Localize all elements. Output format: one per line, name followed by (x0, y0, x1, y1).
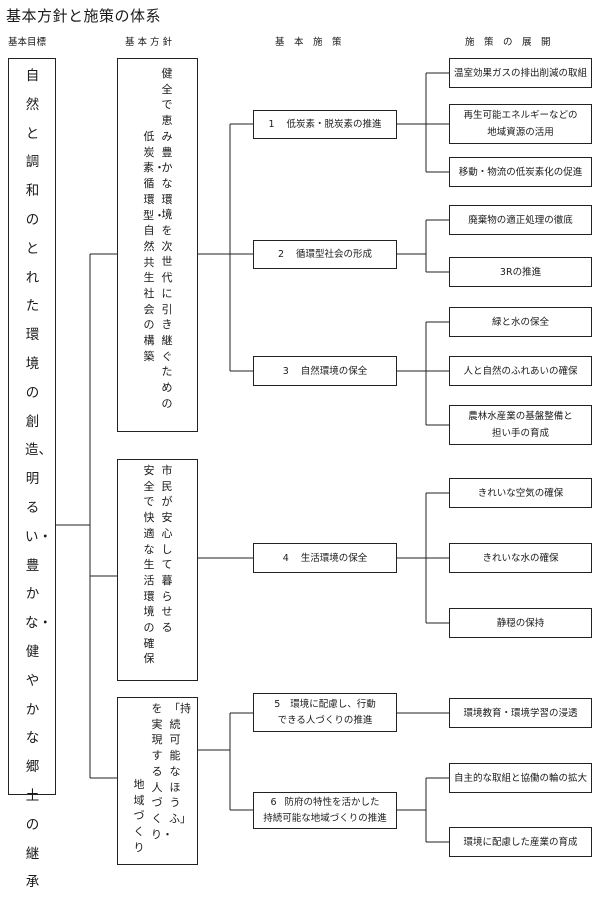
development-4-label: 廃棄物の適正処理の徹底 (468, 214, 573, 226)
policy-box-2: 市民が安心して暮らせる 安全で快適な生活環境の確保 (117, 459, 198, 681)
development-11-label: 静穏の保持 (496, 617, 545, 629)
measure-5-number: 5 (274, 698, 281, 710)
policy-box-1: 健全で恵み豊かな環境を次世代に引き継ぐための 低炭素・循環型・自然共生社会の構築 (117, 58, 198, 432)
development-8-label-2: 担い手の育成 (491, 428, 549, 439)
development-box-3: 移動・物流の低炭素化の促進 (449, 157, 592, 187)
policy-2-line-2: 安全で快適な生活環境の確保 (143, 464, 155, 666)
measure-5-label-2: できる人づくりの推進 (277, 714, 373, 726)
development-box-1: 温室効果ガスの排出削減の取組 (449, 58, 592, 88)
development-8-label: 農林水産業の基盤整備と (468, 411, 573, 422)
header-goal: 基本目標 (8, 37, 47, 48)
measure-1-number: 1 (268, 119, 275, 130)
measure-4-label: 生活環境の保全 (300, 552, 368, 564)
development-2-label: 再生可能エネルギーなどの (463, 110, 578, 121)
goal-text: 自然と調和のとれた環境の創造、明るい・豊かな・健やかな郷土の継承 (25, 68, 52, 891)
header-policy: 基 本 方 針 (125, 37, 173, 48)
development-14-label: 環境に配慮した産業の育成 (463, 836, 578, 848)
development-7-label: 人と自然のふれあいの確保 (463, 365, 578, 377)
development-box-5: 3Rの推進 (449, 257, 592, 287)
development-box-14: 環境に配慮した産業の育成 (449, 827, 592, 857)
development-box-10: きれいな水の確保 (449, 543, 592, 573)
page-title: 基本方針と施策の体系 (6, 7, 162, 25)
policy-1-line-1: 健全で恵み豊かな環境を次世代に引き継ぐための (161, 67, 173, 410)
development-6-label: 緑と水の保全 (491, 316, 549, 328)
development-box-8: 農林水産業の基盤整備と担い手の育成 (449, 405, 592, 445)
development-box-2: 再生可能エネルギーなどの地域資源の活用 (449, 104, 592, 144)
development-box-13: 自主的な取組と協働の輪の拡大 (449, 763, 592, 793)
measure-box-3: 3 自然環境の保全 (253, 356, 397, 386)
development-12-label: 環境教育・環境学習の浸透 (463, 707, 578, 719)
measure-2-label: 循環型社会の形成 (296, 249, 373, 260)
development-box-11: 静穏の保持 (449, 608, 592, 638)
development-box-7: 人と自然のふれあいの確保 (449, 356, 592, 386)
policy-2-line-1: 市民が安心して暮らせる (161, 464, 173, 635)
policy-box-3: 「持続可能なほうふ」 を実現する人づくり・ 地域づくり (117, 697, 198, 865)
development-3-label: 移動・物流の低炭素化の促進 (458, 166, 583, 178)
measure-box-4: 4 生活環境の保全 (253, 543, 397, 573)
policy-3-line-3: 地域づくり (133, 778, 145, 854)
measure-1-label: 低炭素・脱炭素の推進 (286, 119, 382, 130)
development-9-label: きれいな空気の確保 (477, 487, 564, 499)
measure-box-5: 5 環境に配慮し、行動 できる人づくりの推進 (253, 693, 397, 732)
goal-box: 自然と調和のとれた環境の創造、明るい・豊かな・健やかな郷土の継承 (8, 58, 56, 890)
measure-6-number: 6 (270, 796, 277, 808)
development-box-12: 環境教育・環境学習の浸透 (449, 698, 592, 728)
measure-box-1: 1 低炭素・脱炭素の推進 (253, 110, 397, 139)
policy-3-line-2: を実現する人づくり・ (151, 702, 173, 841)
development-2-label-2: 地域資源の活用 (487, 127, 554, 138)
development-box-9: きれいな空気の確保 (449, 478, 592, 508)
measure-box-2: 2 循環型社会の形成 (253, 240, 397, 269)
development-1-label: 温室効果ガスの排出削減の取組 (453, 67, 587, 79)
measure-5-label: 環境に配慮し、行動 (290, 698, 376, 710)
measure-4-number: 4 (282, 552, 289, 564)
development-5-label: 3Rの推進 (499, 266, 542, 278)
policy-3-line-1: 「持続可能なほうふ」 (169, 702, 191, 825)
measure-3-label: 自然環境の保全 (300, 365, 368, 377)
policy-1-line-2: 低炭素・循環型・自然共生社会の構築 (143, 130, 165, 363)
development-13-label: 自主的な取組と協働の輪の拡大 (453, 772, 587, 784)
measure-box-6: 6 防府の特性を活かした 持続可能な地域づくりの推進 (253, 792, 397, 829)
development-box-6: 緑と水の保全 (449, 307, 592, 337)
measure-3-number: 3 (282, 365, 289, 377)
header-development: 施 策 の 展 開 (465, 37, 551, 48)
development-10-label: きれいな水の確保 (482, 552, 559, 564)
development-box-4: 廃棄物の適正処理の徹底 (449, 205, 592, 235)
header-measure: 基 本 施 策 (275, 37, 342, 48)
measure-6-label: 防府の特性を活かした (284, 796, 380, 808)
measure-6-label-2: 持続可能な地域づくりの推進 (263, 812, 387, 824)
measure-2-number: 2 (277, 249, 285, 260)
